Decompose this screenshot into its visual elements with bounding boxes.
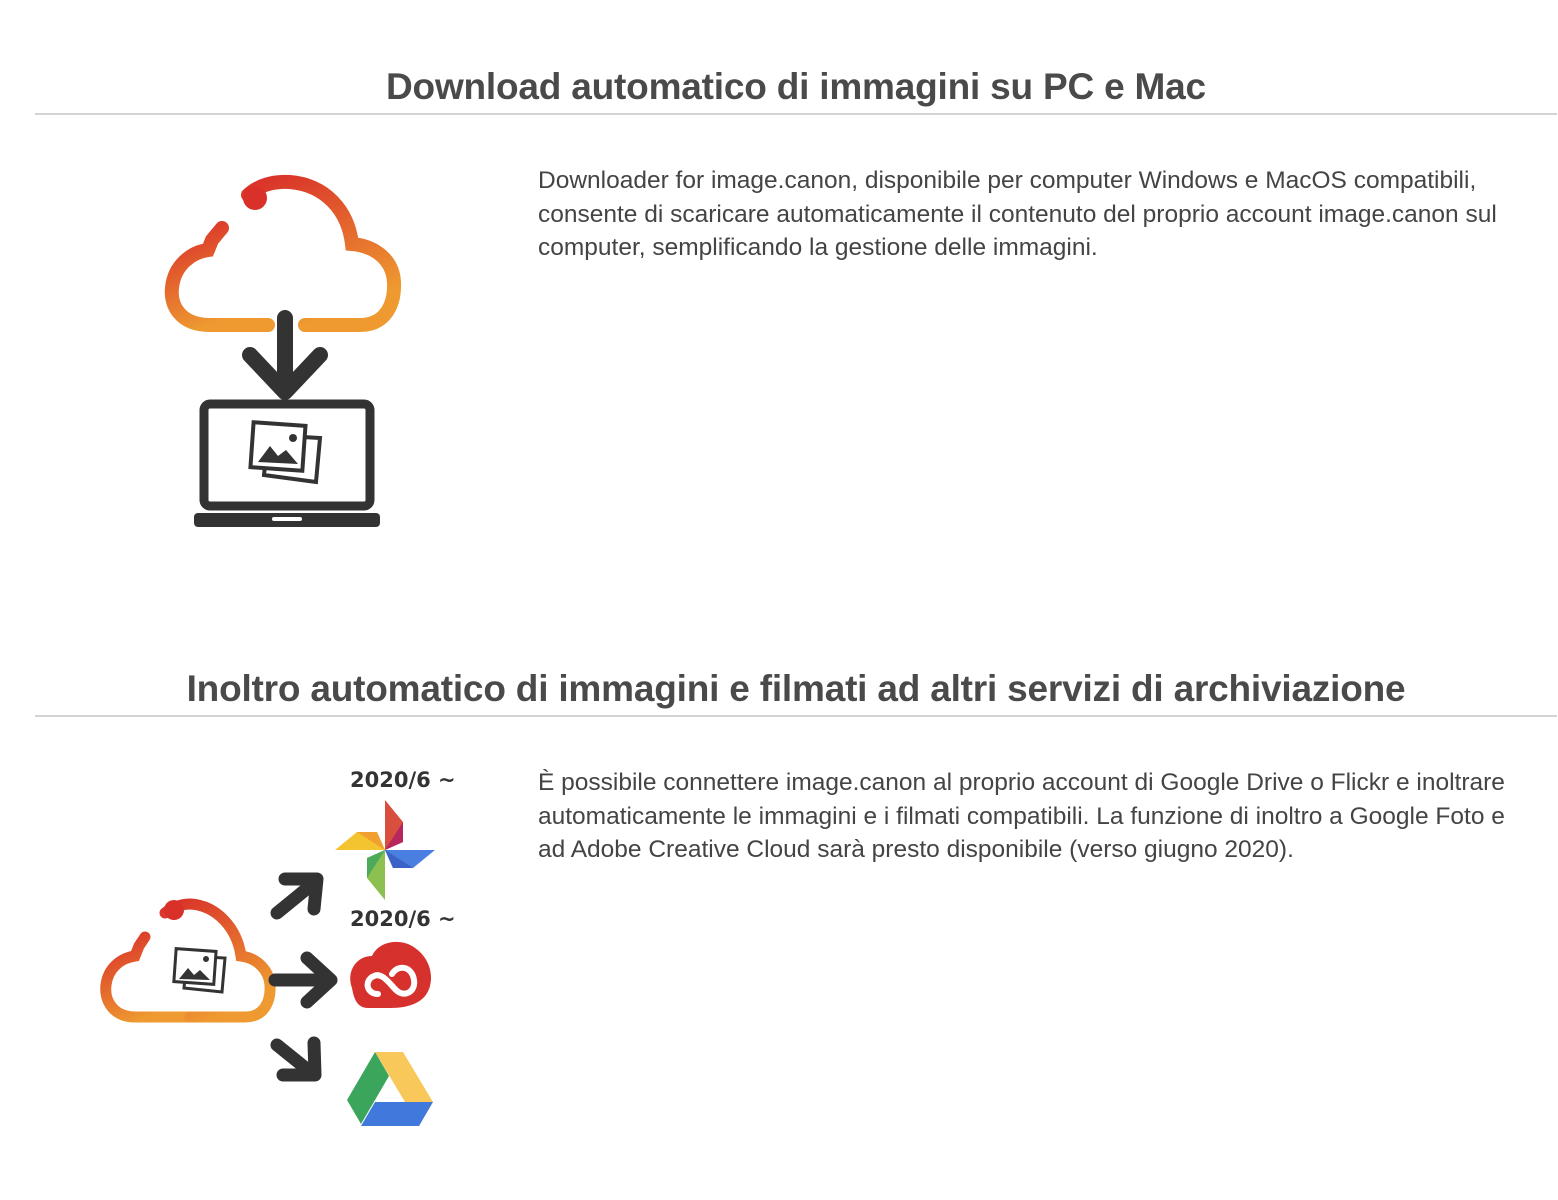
download-arrow-icon bbox=[242, 310, 328, 400]
arrow-down-right-icon bbox=[270, 1036, 322, 1082]
divider bbox=[35, 715, 1557, 717]
arrow-up-right-icon bbox=[270, 872, 324, 920]
section-title: Inoltro automatico di immagini e filmati… bbox=[186, 668, 1406, 709]
download-illustration bbox=[160, 170, 410, 540]
arrow-right-icon bbox=[268, 951, 338, 1009]
date-label-google-photos: 2020/6 ~ bbox=[350, 768, 456, 792]
section-description: È possibile connettere image.canon al pr… bbox=[538, 769, 1505, 863]
cloud-photos-icon bbox=[100, 898, 276, 1023]
photos-icon bbox=[248, 420, 323, 485]
forwarding-illustration: 2020/6 ~ 2020/6 ~ bbox=[95, 760, 456, 1140]
google-drive-icon bbox=[347, 1052, 433, 1126]
section-description: Downloader for image.canon, disponibile … bbox=[538, 167, 1497, 261]
cloud-icon bbox=[164, 174, 402, 332]
google-photos-icon bbox=[335, 800, 435, 900]
section-title: Download automatico di immagini su PC e … bbox=[386, 66, 1206, 107]
divider bbox=[35, 113, 1557, 115]
adobe-creative-cloud-icon bbox=[350, 941, 432, 1008]
date-label-adobe-cc: 2020/6 ~ bbox=[350, 907, 456, 931]
laptop-icon bbox=[194, 399, 380, 527]
